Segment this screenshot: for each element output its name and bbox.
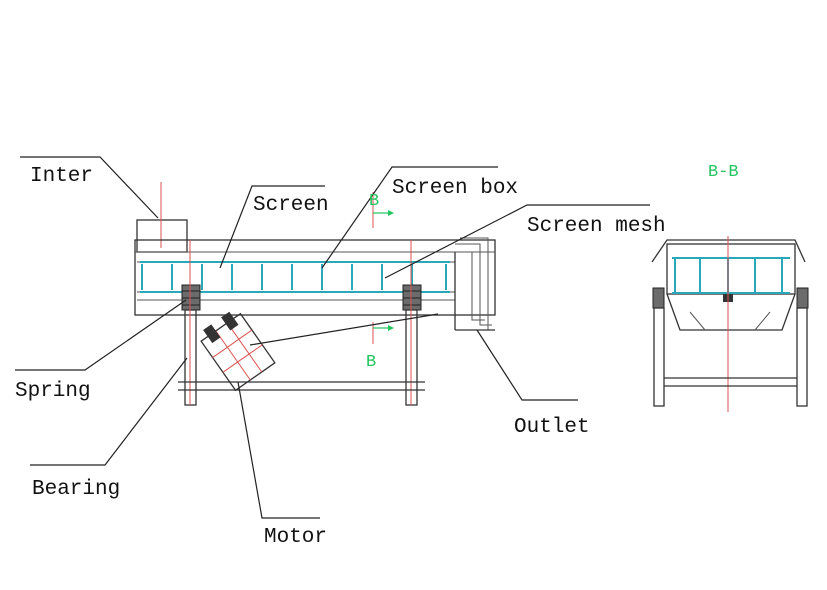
section-cut-line xyxy=(372,192,394,344)
side-view xyxy=(134,182,496,406)
motor-unit xyxy=(200,311,276,392)
label-bearing: Bearing xyxy=(32,478,120,501)
section-marker-bottom: B xyxy=(366,353,376,372)
spring-left xyxy=(181,284,201,311)
section-marker-top: B xyxy=(369,192,379,211)
label-motor: Motor xyxy=(264,526,327,549)
label-outlet: Outlet xyxy=(514,416,590,439)
label-screen: Screen xyxy=(253,194,329,217)
label-screen-mesh: Screen mesh xyxy=(527,215,666,238)
label-inter: Inter xyxy=(30,165,93,188)
inlet-hopper xyxy=(136,182,188,253)
section-view-bb xyxy=(651,236,809,412)
label-screen-box: Screen box xyxy=(392,177,518,200)
label-spring: Spring xyxy=(15,380,91,403)
section-title: B-B xyxy=(708,163,739,182)
leader-lines xyxy=(15,156,650,519)
outlet-chute xyxy=(455,237,495,331)
support-legs xyxy=(178,240,425,406)
spring-right xyxy=(402,284,422,311)
